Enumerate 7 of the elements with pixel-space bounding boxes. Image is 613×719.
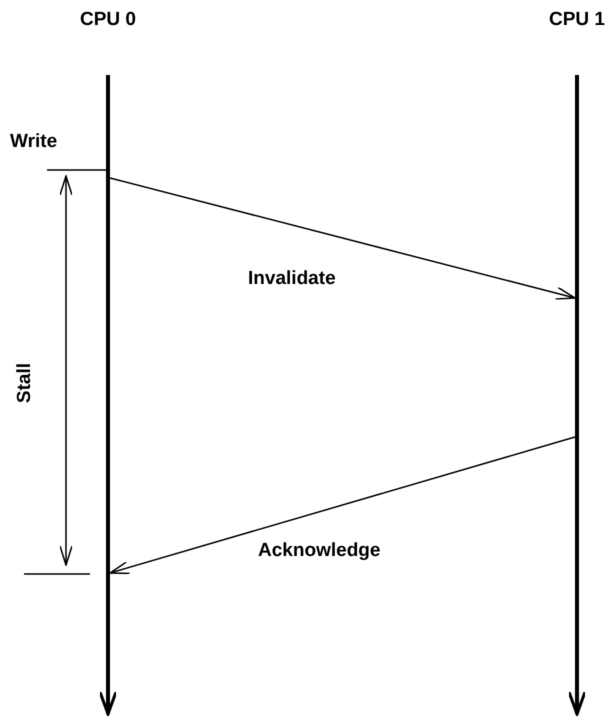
- processor-label: CPU 0: [80, 9, 136, 31]
- processor-label: CPU 1: [549, 9, 605, 31]
- annotation-label: Stall: [14, 362, 36, 404]
- annotation-label: Write: [10, 131, 58, 153]
- edge-label: Acknowledge: [258, 540, 380, 562]
- message-arrow: [110, 177, 576, 300]
- message-arrow: [109, 436, 576, 574]
